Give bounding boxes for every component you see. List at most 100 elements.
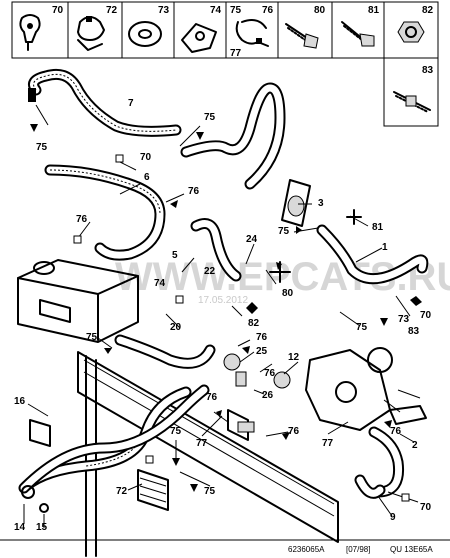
mount-14-15[interactable] bbox=[21, 485, 49, 513]
bracket-74-icon bbox=[181, 23, 217, 53]
header-cell-74[interactable] bbox=[173, 1, 227, 59]
callout-3[interactable]: 3 bbox=[318, 198, 324, 209]
header-label-73: 73 bbox=[158, 5, 170, 16]
header-label-72: 72 bbox=[106, 5, 118, 16]
callout-75[interactable]: 75 bbox=[170, 426, 182, 437]
header-label-83: 83 bbox=[422, 65, 434, 76]
clamp-70-icon bbox=[19, 14, 41, 51]
watermark-date: 17.05.2012 bbox=[198, 295, 248, 306]
callout-25[interactable]: 25 bbox=[256, 346, 268, 357]
oil-cooler-72[interactable] bbox=[137, 469, 169, 511]
footer-ref: 6236065A bbox=[288, 545, 325, 554]
pipe-22[interactable] bbox=[190, 218, 242, 282]
hose-9[interactable] bbox=[354, 474, 386, 499]
callout-76[interactable]: 76 bbox=[264, 368, 276, 379]
hose-2[interactable] bbox=[368, 426, 405, 498]
callout-77[interactable]: 77 bbox=[196, 438, 208, 449]
bracket-16[interactable] bbox=[29, 419, 51, 447]
header-label-80: 80 bbox=[314, 5, 326, 16]
arrow-marker-icon bbox=[196, 132, 204, 140]
callout-75[interactable]: 75 bbox=[204, 486, 216, 497]
callout-6[interactable]: 6 bbox=[144, 172, 150, 183]
hose-7[interactable] bbox=[28, 68, 182, 137]
square-marker-icon bbox=[401, 493, 410, 502]
bolt-81-icon bbox=[341, 21, 375, 47]
callout-1[interactable]: 1 bbox=[382, 242, 388, 253]
callout-73[interactable]: 73 bbox=[398, 314, 410, 325]
callout-80[interactable]: 80 bbox=[282, 288, 294, 299]
callout-70[interactable]: 70 bbox=[140, 152, 152, 163]
band-clip-75-icon bbox=[235, 19, 269, 47]
footer: 6236065A [07/98] QU 13E65A bbox=[0, 539, 450, 554]
callout-20[interactable]: 20 bbox=[170, 322, 182, 333]
radiator[interactable] bbox=[77, 351, 339, 557]
callout-75[interactable]: 75 bbox=[278, 226, 290, 237]
callout-75[interactable]: 75 bbox=[204, 112, 216, 123]
diamond-marker-icon bbox=[410, 296, 422, 306]
arrow-marker-icon bbox=[296, 226, 302, 234]
callout-labels: 7 75 75 70 6 76 3 81 75 1 76 5 22 24 80 … bbox=[14, 98, 432, 533]
callout-76[interactable]: 76 bbox=[256, 332, 268, 343]
callout-77[interactable]: 77 bbox=[322, 438, 334, 449]
callout-75[interactable]: 75 bbox=[36, 142, 48, 153]
cross-marker-icon bbox=[346, 209, 362, 225]
clip-72-icon bbox=[77, 16, 105, 51]
arrow-marker-icon bbox=[170, 200, 178, 208]
hose-top-loop[interactable] bbox=[180, 82, 286, 190]
arrow-marker-icon bbox=[242, 346, 250, 354]
part-1-pipe[interactable] bbox=[281, 179, 429, 285]
square-marker-icon bbox=[115, 154, 124, 163]
header-label-70: 70 bbox=[52, 5, 64, 16]
header-cell-75-77[interactable] bbox=[225, 1, 279, 59]
callout-70[interactable]: 70 bbox=[420, 502, 432, 513]
header-parts-strip: 70 72 73 74 75 76 77 80 81 82 83 bbox=[11, 1, 439, 127]
callout-7[interactable]: 7 bbox=[128, 98, 134, 109]
header-label-76: 76 bbox=[262, 5, 274, 16]
callout-82[interactable]: 82 bbox=[248, 318, 260, 329]
callout-76[interactable]: 76 bbox=[206, 392, 218, 403]
header-cell-80[interactable] bbox=[277, 1, 333, 59]
callout-24[interactable]: 24 bbox=[246, 234, 258, 245]
footer-code: QU 13E65A bbox=[390, 545, 433, 554]
expansion-tank[interactable] bbox=[17, 259, 139, 343]
callout-22[interactable]: 22 bbox=[204, 266, 216, 277]
tee-piece[interactable] bbox=[227, 409, 255, 441]
fitting-25[interactable] bbox=[223, 353, 247, 387]
callout-2[interactable]: 2 bbox=[412, 440, 418, 451]
square-marker-icon bbox=[175, 295, 184, 304]
fitting-12[interactable] bbox=[273, 371, 291, 389]
header-cell-72[interactable] bbox=[67, 1, 123, 59]
square-marker-icon bbox=[145, 455, 154, 464]
callout-75[interactable]: 75 bbox=[86, 332, 98, 343]
callout-81[interactable]: 81 bbox=[372, 222, 384, 233]
callout-83[interactable]: 83 bbox=[408, 326, 420, 337]
hose-20[interactable] bbox=[114, 334, 216, 369]
header-label-75: 75 bbox=[230, 5, 242, 16]
arrow-marker-icon bbox=[384, 420, 392, 428]
cross-marker-icon bbox=[269, 261, 291, 283]
part-3[interactable] bbox=[287, 195, 305, 217]
bolt-80-icon bbox=[285, 23, 319, 49]
arrow-marker-icon bbox=[380, 318, 388, 326]
header-label-82: 82 bbox=[422, 5, 434, 16]
callout-76[interactable]: 76 bbox=[390, 426, 402, 437]
thermostat-housing[interactable] bbox=[305, 347, 427, 431]
hose-lower-long[interactable] bbox=[18, 384, 210, 494]
callout-75[interactable]: 75 bbox=[356, 322, 368, 333]
callout-76[interactable]: 76 bbox=[288, 426, 300, 437]
callout-72[interactable]: 72 bbox=[116, 486, 128, 497]
callout-15[interactable]: 15 bbox=[36, 522, 48, 533]
stud-83-icon bbox=[393, 91, 431, 113]
arrow-marker-icon bbox=[30, 124, 38, 132]
callout-76[interactable]: 76 bbox=[188, 186, 200, 197]
callout-12[interactable]: 12 bbox=[288, 352, 300, 363]
callout-76[interactable]: 76 bbox=[76, 214, 88, 225]
callout-9[interactable]: 9 bbox=[390, 512, 396, 523]
callout-74[interactable]: 74 bbox=[154, 278, 166, 289]
callout-26[interactable]: 26 bbox=[262, 390, 274, 401]
callout-70[interactable]: 70 bbox=[420, 310, 432, 321]
callout-16[interactable]: 16 bbox=[14, 396, 26, 407]
hose-6[interactable] bbox=[44, 164, 166, 261]
callout-14[interactable]: 14 bbox=[14, 522, 26, 533]
callout-5[interactable]: 5 bbox=[172, 250, 178, 261]
